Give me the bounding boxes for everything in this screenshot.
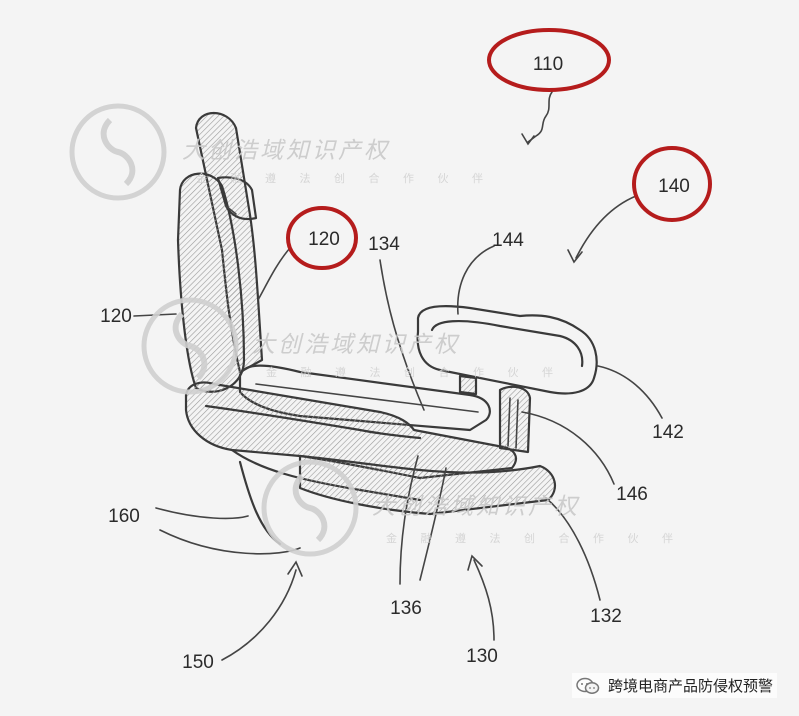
label-130: 130	[466, 646, 498, 667]
watermark-title: 大创浩域知识产权	[182, 138, 390, 164]
footer-text: 跨境电商产品防侵权预警	[607, 677, 773, 695]
watermark-subtitle: 金 融 遵 法 创 合 作 伙 伴	[196, 171, 493, 185]
wechat-icon	[576, 677, 600, 695]
highlight-ring-140	[632, 146, 712, 222]
label-120-circled: 120	[308, 229, 340, 250]
source-footer: 跨境电商产品防侵权预警	[571, 673, 777, 698]
watermark-title: 大创浩域知识产权	[252, 332, 460, 358]
label-110: 110	[533, 54, 563, 75]
armrest-assembly	[416, 305, 598, 454]
label-146: 146	[616, 484, 648, 505]
label-140: 140	[658, 176, 690, 197]
label-150: 150	[182, 652, 214, 673]
watermark-title: 大创浩域知识产权	[372, 494, 580, 520]
watermark-subtitle: 金 融 遵 法 创 合 作 伙 伴	[386, 531, 683, 545]
label-142: 142	[652, 422, 684, 443]
watermark-top: 大创浩域知识产权 金 融 遵 法 创 合 作 伙 伴	[69, 103, 493, 201]
label-120-left: 120	[100, 306, 132, 327]
highlight-ring-110	[487, 28, 611, 92]
highlight-ring-120	[286, 206, 358, 270]
label-144: 144	[492, 230, 524, 251]
leader-lines	[133, 91, 663, 661]
watermark-bottom: 大创浩域知识产权 金 融 遵 法 创 合 作 伙 伴	[261, 459, 683, 557]
watermark-subtitle: 金 融 遵 法 创 合 作 伙 伴	[266, 365, 563, 379]
label-134: 134	[368, 234, 400, 255]
label-160: 160	[108, 506, 140, 527]
seat-backrest	[176, 112, 264, 393]
label-132: 132	[590, 606, 622, 627]
label-136: 136	[390, 598, 422, 619]
watermark-middle: 大创浩域知识产权 金 融 遵 法 创 合 作 伙 伴	[141, 297, 563, 395]
